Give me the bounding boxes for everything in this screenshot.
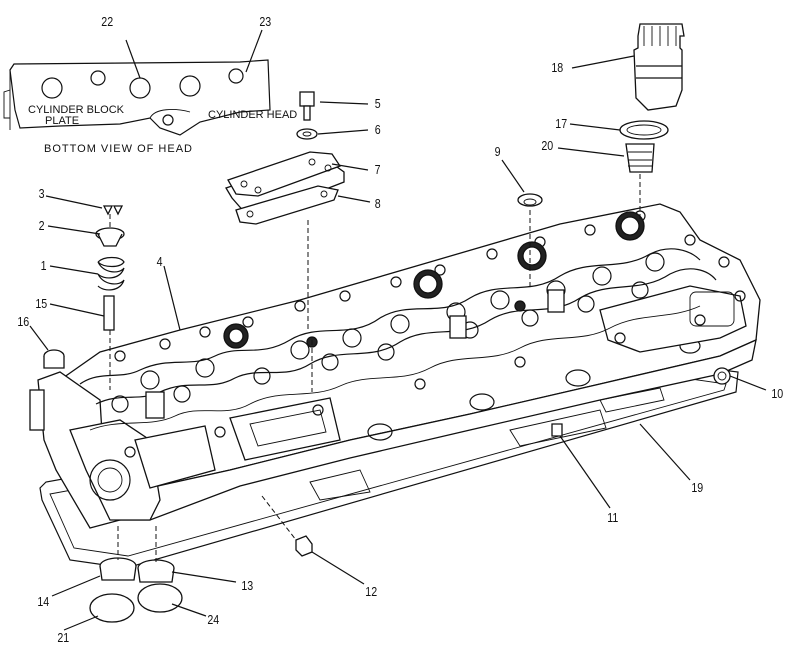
cylinder-head-body bbox=[29, 203, 761, 529]
callout-24: 24 bbox=[207, 612, 219, 627]
callout-13: 13 bbox=[241, 578, 253, 593]
injector-assembly bbox=[619, 23, 685, 220]
callout-6: 6 bbox=[375, 122, 381, 137]
cup-plug-9 bbox=[517, 193, 543, 290]
callout-numbers: 22 23 5 6 7 8 3 2 1 4 15 16 9 18 17 20 1… bbox=[17, 14, 783, 645]
bottom-sleeves bbox=[89, 526, 183, 623]
callout-3: 3 bbox=[39, 186, 45, 201]
leader-lines bbox=[29, 55, 767, 631]
callout-10: 10 bbox=[771, 386, 783, 401]
callout-1: 1 bbox=[41, 258, 47, 273]
head-bolt-holes bbox=[114, 210, 746, 458]
callout-14: 14 bbox=[37, 594, 49, 609]
callout-9: 9 bbox=[495, 144, 501, 159]
callout-11: 11 bbox=[607, 510, 618, 525]
callout-20: 20 bbox=[541, 138, 553, 153]
callout-23: 23 bbox=[259, 14, 271, 29]
callout-16: 16 bbox=[17, 314, 29, 329]
callout-18: 18 bbox=[551, 60, 563, 75]
inset-head-label: CYLINDER HEAD bbox=[208, 109, 297, 121]
inset-caption: BOTTOM VIEW OF HEAD bbox=[44, 143, 193, 155]
callout-5: 5 bbox=[375, 96, 381, 111]
callout-19: 19 bbox=[691, 480, 703, 495]
callout-15: 15 bbox=[35, 296, 47, 311]
inset-bottom-view: CYLINDER BLOCK PLATE CYLINDER HEAD BOTTO… bbox=[3, 29, 297, 155]
callout-17: 17 bbox=[555, 116, 567, 131]
callout-12: 12 bbox=[365, 584, 377, 599]
callout-21: 21 bbox=[57, 630, 69, 645]
callout-22: 22 bbox=[101, 14, 113, 29]
small-plugs bbox=[261, 367, 731, 557]
cover-plate-assembly bbox=[225, 91, 345, 392]
inset-plate-label-1: CYLINDER BLOCK bbox=[28, 104, 125, 116]
valve-spring-assembly bbox=[43, 205, 125, 390]
callout-2: 2 bbox=[39, 218, 45, 233]
callout-4: 4 bbox=[157, 254, 163, 269]
inset-plate-label-2: PLATE bbox=[45, 115, 79, 127]
callout-8: 8 bbox=[375, 196, 381, 211]
callout-7: 7 bbox=[375, 162, 381, 177]
